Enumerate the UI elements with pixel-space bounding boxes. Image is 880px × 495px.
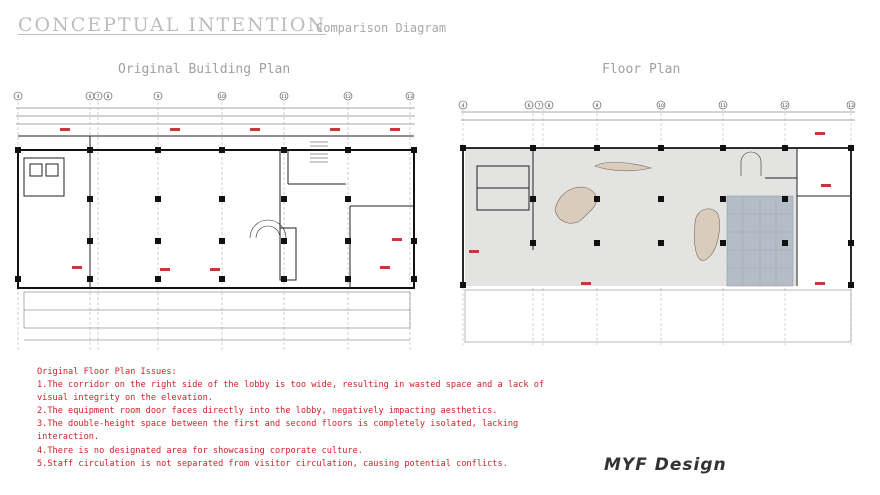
room-tags (60, 128, 402, 271)
issue-item: 2.The equipment room door faces directly… (37, 406, 498, 417)
dimension-lines (16, 107, 415, 125)
room-tags (469, 132, 831, 285)
staircase (740, 151, 762, 176)
column-marker-circle (153, 91, 163, 101)
issue-item: 5.Staff circulation is not separated fro… (37, 458, 508, 469)
issue-item: 1.The corridor on the right side of the … (37, 380, 545, 404)
column-marker-label: 12 (345, 94, 351, 100)
column-marker-label: 4 (462, 103, 465, 109)
issues-heading: Original Floor Plan Issues: (37, 367, 177, 377)
issues-list: Original Floor Plan Issues: 1.The corrid… (37, 366, 557, 471)
column-marker-label: 13 (407, 94, 413, 100)
column-marker-label: 13 (848, 103, 854, 109)
column-marker-circle (279, 91, 289, 101)
glass-floor-grid (727, 196, 793, 286)
issue-item: 4.There is no designated area for showca… (37, 445, 363, 456)
column-marker-circle (93, 91, 103, 101)
column-marker-label: 9 (596, 103, 599, 109)
column-marker-circle (343, 91, 353, 101)
exterior-canopy (464, 289, 852, 343)
interior-walls (476, 148, 851, 286)
original-plan-title: Original Building Plan (118, 62, 291, 77)
floor-plan-title: Floor Plan (602, 62, 681, 77)
interior-walls (18, 135, 414, 288)
dimension-lines (461, 111, 855, 121)
column-marker-label: 4 (17, 94, 20, 100)
column-marker-label: 12 (782, 103, 788, 109)
column-marker-label: 10 (219, 94, 225, 100)
stairs (310, 141, 328, 163)
column-marker-label: 9 (157, 94, 160, 100)
column-marker-circle (13, 91, 23, 101)
column-markers: 4 6 7 8 9 10 11 12 13 (458, 100, 856, 110)
structural-columns (15, 147, 417, 282)
column-marker-circle (103, 91, 113, 101)
exterior-canopy (23, 291, 411, 341)
column-marker-label: 7 (97, 94, 100, 100)
column-marker-label: 7 (538, 103, 541, 109)
column-marker-label: 6 (89, 94, 92, 100)
issue-item: 3.The double-height space between the fi… (37, 419, 519, 443)
column-marker-label: 11 (720, 103, 726, 109)
column-marker-circle (524, 100, 534, 110)
column-grid-lines (17, 102, 411, 350)
header-title: CONCEPTUAL INTENTION (18, 14, 327, 36)
reception-desk-sculptures (554, 162, 720, 261)
structural-columns (460, 145, 854, 288)
column-marker-label: 8 (107, 94, 110, 100)
header-subtitle: Comparison Diagram (316, 21, 447, 35)
column-marker-label: 11 (281, 94, 287, 100)
column-marker-circle (217, 91, 227, 101)
column-marker-label: 10 (658, 103, 664, 109)
curved-staircase (249, 219, 287, 239)
column-marker-circle (544, 100, 554, 110)
floor-plan-drawing: 4 6 7 8 9 10 11 12 13 (458, 100, 856, 345)
column-marker-circle (534, 100, 544, 110)
brand-logo-text: MYF Design (604, 455, 727, 475)
column-marker-circle (405, 91, 415, 101)
column-marker-label: 8 (548, 103, 551, 109)
column-marker-label: 6 (528, 103, 531, 109)
